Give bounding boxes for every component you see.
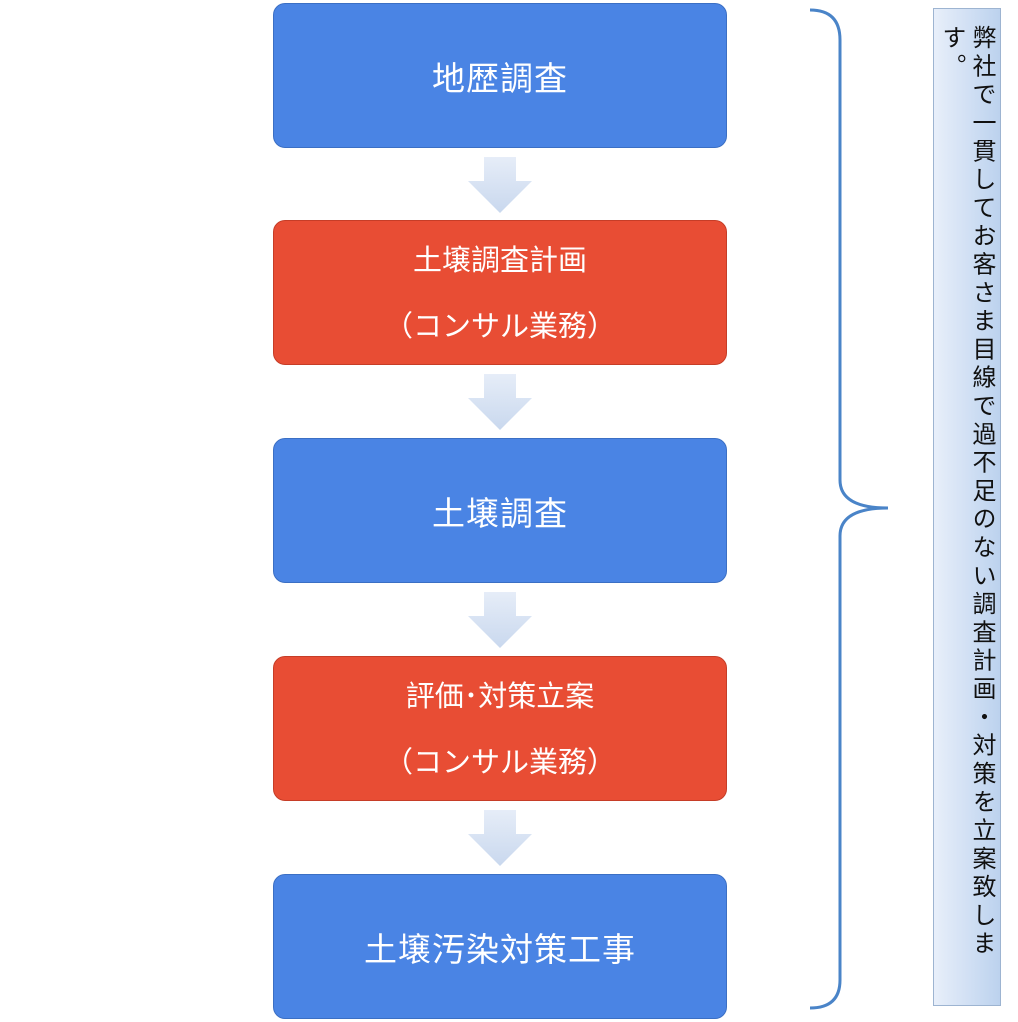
down-arrow-icon [468, 157, 532, 213]
step-label: 土壌調査 [432, 493, 568, 533]
step-dojo-osen-taisaku-koji: 土壌汚染対策工事 [273, 874, 727, 1019]
down-arrow-icon [468, 592, 532, 648]
summary-note-box: 弊社で一貫してお客さま目線で過不足のない調査計画・対策を立案致します。 [933, 8, 1001, 1006]
down-arrow-icon [468, 374, 532, 430]
step-label: 土壌調査計画 [412, 242, 587, 277]
step-sublabel: （コンサル業務） [383, 744, 616, 779]
summary-note-text: 弊社で一貫してお客さま目線で過不足のない調査計画・対策を立案致します。 [938, 25, 996, 959]
right-curly-brace [809, 8, 889, 1010]
step-chireki-chosa: 地歴調査 [273, 3, 727, 148]
step-hyoka-taisaku-ritsuan: 評価･対策立案 （コンサル業務） [273, 656, 727, 801]
step-dojo-chosa-keikaku: 土壌調査計画 （コンサル業務） [273, 220, 727, 365]
down-arrow-icon [468, 810, 532, 866]
step-dojo-chosa: 土壌調査 [273, 438, 727, 583]
step-label: 地歴調査 [432, 58, 568, 98]
step-label: 土壌汚染対策工事 [364, 929, 636, 969]
step-sublabel: （コンサル業務） [383, 308, 616, 343]
step-label: 評価･対策立案 [405, 678, 595, 713]
